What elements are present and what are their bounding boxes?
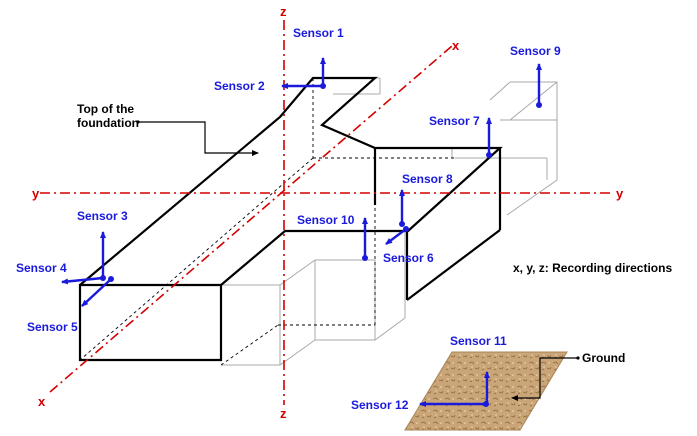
axis-z-top-label: z [280, 4, 287, 19]
axis-y-right-label: y [616, 186, 624, 201]
sensor-5-arrow [81, 279, 111, 307]
sensor-6-marker [403, 226, 409, 232]
sensor-7-marker [486, 152, 492, 158]
sensor-11-marker [483, 401, 489, 407]
sensor-6-label: Sensor 6 [383, 251, 434, 265]
axis-z-bottom-label: z [280, 406, 287, 421]
top-of-foundation-leader [139, 121, 259, 156]
sensor-7-label: Sensor 7 [429, 114, 480, 128]
sensor-8-label: Sensor 8 [402, 172, 453, 186]
sensor-4-label: Sensor 4 [16, 261, 67, 275]
top-of-foundation-label: Top of the [77, 102, 134, 116]
sensor-5-label: Sensor 5 [27, 320, 78, 334]
sensor-10-label: Sensor 10 [297, 213, 355, 227]
sensor-5-marker [108, 276, 114, 282]
ground-leader [511, 357, 577, 401]
sensor-9-marker [536, 102, 542, 108]
sensor-6-arrow [385, 228, 407, 245]
sensor-4-arrow [61, 276, 104, 285]
top-of-foundation-dot [136, 120, 140, 124]
sensor-markers [100, 83, 542, 407]
sensor-2-label: Sensor 2 [214, 79, 265, 93]
sensor-3-label: Sensor 3 [77, 209, 128, 223]
axis-x-bottom-label: x [38, 394, 46, 409]
ground-dot [576, 356, 580, 360]
sensor-1-marker [320, 83, 326, 89]
x-axis [49, 45, 453, 393]
sensor-1-label: Sensor 1 [293, 26, 344, 40]
sensor-10-marker [362, 255, 368, 261]
sensor-8-marker [399, 221, 405, 227]
ghost-wireframe [221, 77, 558, 366]
sensor-3-marker [100, 275, 106, 281]
sensor-arrows [61, 57, 542, 407]
sensor-12-label: Sensor 12 [351, 398, 409, 412]
axis-x-top-label: x [452, 38, 460, 53]
sensor-11-label: Sensor 11 [450, 334, 507, 348]
hidden-edges [79, 78, 455, 366]
sensor-9-label: Sensor 9 [510, 44, 561, 58]
ground-label: Ground [582, 351, 625, 365]
top-of-foundation-label-line2: foundation [77, 116, 139, 130]
recording-directions-note: x, y, z: Recording directions [513, 261, 672, 275]
axis-y-left-label: y [32, 186, 40, 201]
